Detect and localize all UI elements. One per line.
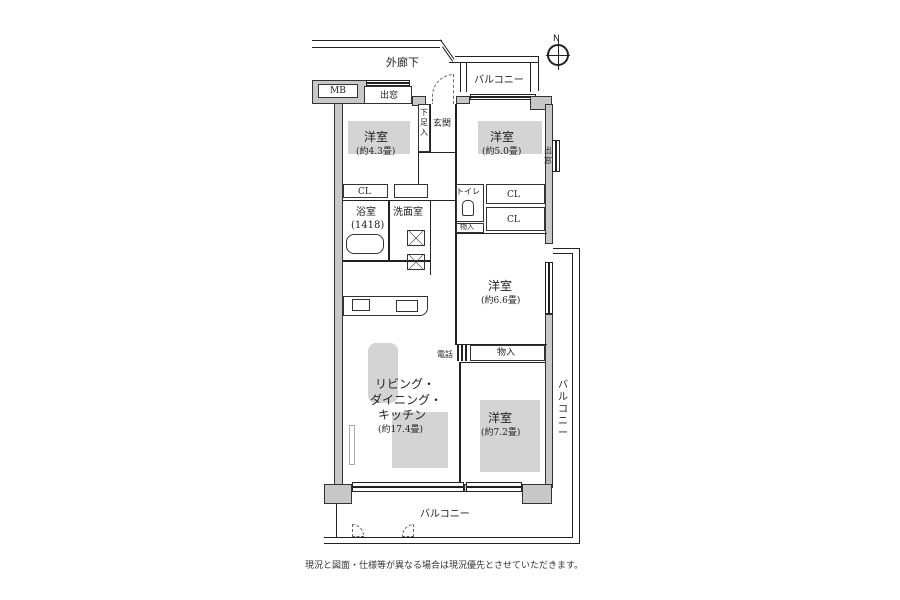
balcony-bottom-label: バルコニー: [420, 509, 470, 520]
washbasin: [394, 184, 428, 198]
compass-north-icon: [546, 40, 570, 70]
partition: [455, 344, 547, 345]
room-7-2-name: 洋室: [488, 411, 513, 425]
room-4-3-furniture: [348, 121, 410, 154]
ldk-dining-table: [368, 343, 398, 403]
balcony-top-line: [530, 62, 531, 92]
balcony-right-label: バルコニー: [558, 380, 568, 439]
entrance-label: 玄関: [433, 119, 452, 129]
window-top-right[interactable]: [470, 94, 536, 100]
stove-icon: [352, 299, 370, 311]
window-7-2-bottom[interactable]: [466, 482, 522, 492]
balcony-line: [336, 504, 337, 538]
corridor-line: [455, 56, 539, 57]
room-6-6-name: 洋室: [488, 279, 513, 293]
ldk-name-line1: リビング・: [375, 377, 436, 391]
balcony-top-line: [460, 62, 461, 92]
ldk-size: (約17.4畳): [378, 425, 424, 435]
balcony-line: [553, 253, 573, 254]
toilet-label: トイレ: [456, 187, 480, 196]
wall-right-mid: [545, 314, 553, 488]
corridor-diagonal: [440, 39, 455, 60]
toilet-icon: [462, 200, 474, 216]
closet-2[interactable]: [486, 184, 545, 204]
storage-mid[interactable]: [470, 345, 545, 361]
phone-label: 電話: [437, 350, 453, 359]
wall-bottom-right: [522, 484, 552, 504]
partition: [459, 362, 545, 363]
ldk-sofa: [392, 412, 448, 468]
balcony-line: [553, 248, 580, 249]
bay-window-top-label: 出窓: [380, 91, 399, 101]
closet-2-label: CL: [507, 190, 520, 200]
outer-corridor-label: 外廊下: [386, 56, 419, 69]
storage-small[interactable]: [456, 223, 484, 233]
window-right-6-6[interactable]: [545, 262, 553, 314]
wall-left: [334, 98, 343, 498]
room-4-3-size: (約4.3畳): [356, 147, 396, 157]
partition: [430, 104, 431, 152]
room-5-0-furniture: [478, 121, 542, 154]
bathroom-size: (1418): [351, 220, 385, 231]
closet-1-label: CL: [358, 187, 371, 197]
balcony-door-right[interactable]: [402, 524, 414, 537]
window-ldk-bottom[interactable]: [352, 482, 464, 492]
washroom-label: 洗面室: [393, 207, 423, 218]
room-7-2-size: (約7.2畳): [481, 428, 521, 438]
shoe-storage[interactable]: [418, 104, 430, 152]
partition: [418, 152, 456, 153]
balcony-top-label: バルコニー: [474, 75, 524, 86]
mb-label: MB: [330, 86, 346, 96]
balcony-line: [572, 253, 573, 538]
mb-box: [318, 84, 358, 98]
room-6-6-size: (約6.6畳): [481, 296, 521, 306]
balcony-line: [324, 543, 580, 544]
closet-3-label: CL: [507, 215, 520, 225]
partition: [459, 362, 461, 490]
shoe-storage-label: 下足入: [420, 108, 428, 137]
corridor-line: [449, 62, 539, 63]
wall-right-upper: [545, 104, 553, 244]
storage-mid-label: 物入: [497, 348, 516, 358]
washer-2: [407, 254, 425, 270]
bathroom-name: 浴室: [356, 207, 376, 218]
closet-1[interactable]: [343, 184, 388, 198]
room-5-0-name: 洋室: [490, 130, 515, 144]
balcony-door-left[interactable]: [352, 524, 364, 537]
ldk-name-line2: ダイニング・: [370, 393, 443, 407]
washer-1: [407, 230, 425, 246]
ldk-name-line3: キッチン: [378, 408, 427, 422]
footnote: 現況と図面・仕様等が異なる場合は現況優先とさせていただきます。: [305, 561, 584, 571]
corridor-line: [538, 56, 539, 91]
room-4-3-name: 洋室: [364, 130, 389, 144]
partition: [343, 260, 431, 262]
bay-window-right-label: 出窓: [544, 146, 552, 165]
partition: [388, 200, 390, 260]
balcony-line: [579, 248, 580, 544]
phone-icon: [457, 345, 467, 361]
window-bay-right[interactable]: [552, 140, 560, 172]
balcony-line: [324, 537, 572, 538]
wall-bottom-left: [324, 484, 352, 504]
ldk-tv-board: [349, 425, 355, 465]
sink-icon: [396, 300, 418, 312]
partition: [430, 200, 431, 275]
balcony-top-line: [466, 62, 467, 92]
wall-top-right: [456, 96, 470, 104]
partition: [343, 200, 455, 201]
bathtub-icon: [346, 234, 384, 254]
storage-small-label: 物入: [460, 223, 474, 231]
partition: [455, 233, 547, 234]
room-7-2-bed: [480, 400, 540, 472]
window-bay-top[interactable]: [366, 80, 410, 86]
corridor-line: [312, 40, 442, 41]
compass-north-label: N: [553, 34, 560, 44]
bay-window-top: [364, 86, 412, 104]
room-5-0-size: (約5.0畳): [482, 147, 522, 157]
closet-3[interactable]: [486, 207, 545, 231]
entrance-door[interactable]: [432, 74, 454, 104]
corridor-line: [312, 47, 440, 48]
